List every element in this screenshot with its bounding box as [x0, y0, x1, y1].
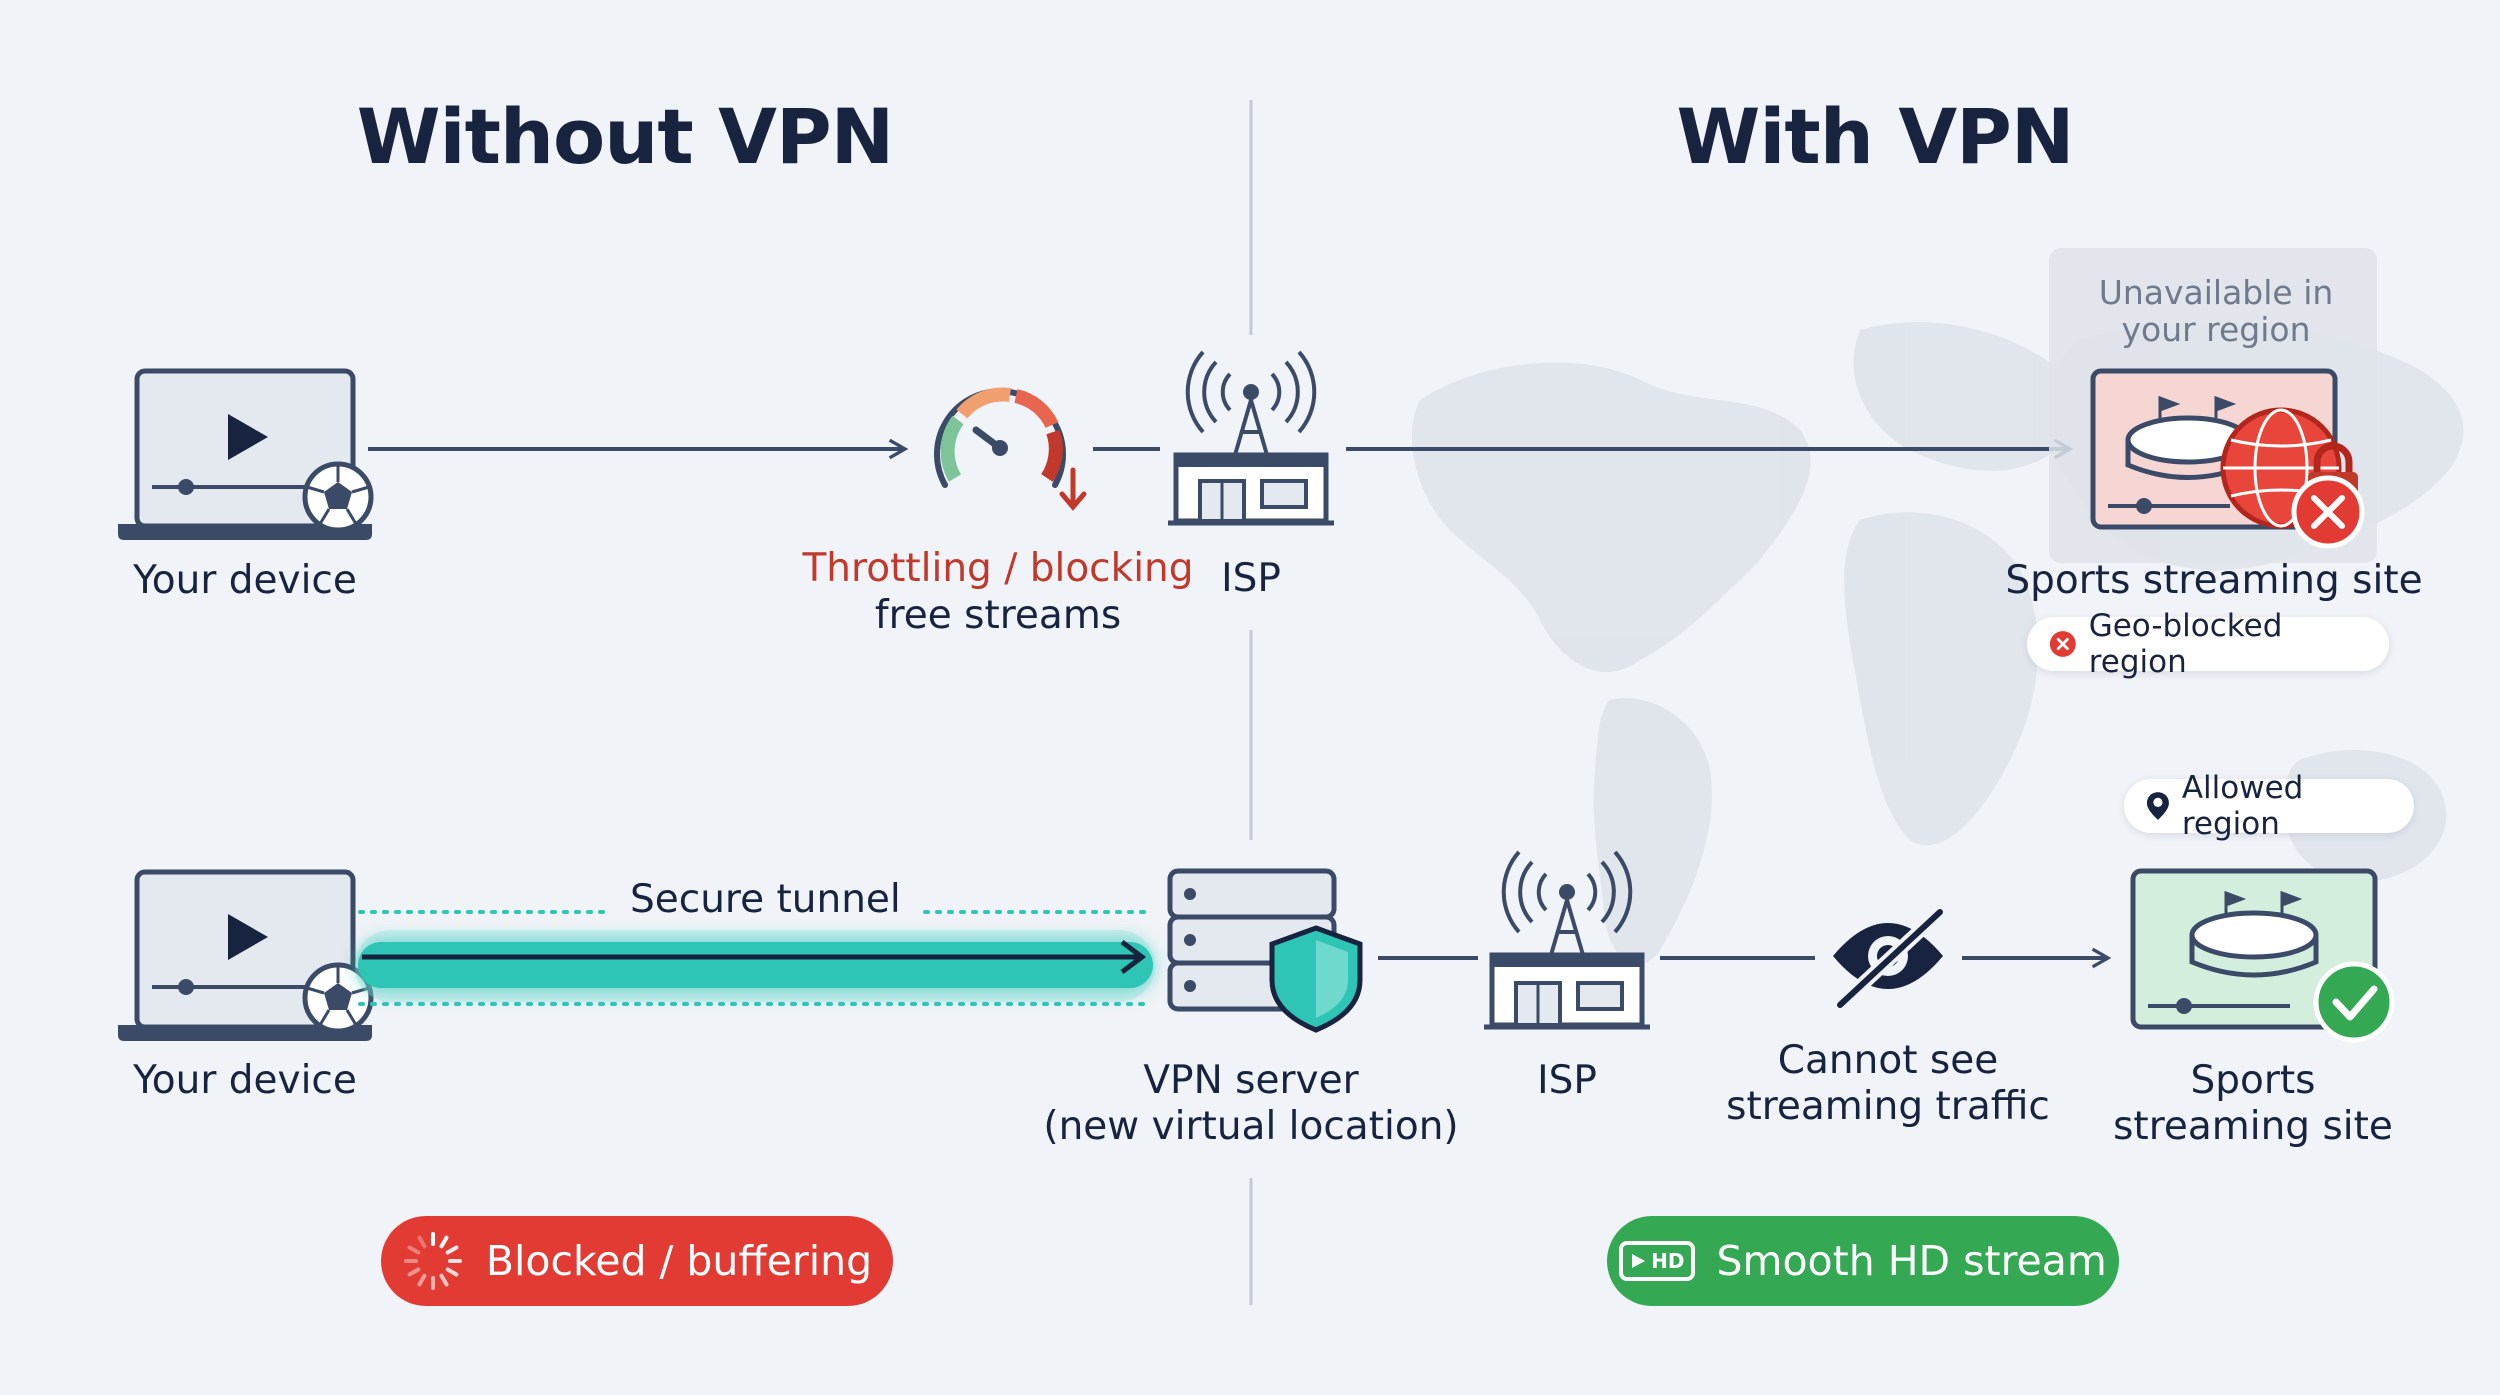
stadium-icon	[2130, 868, 2378, 1030]
top-device-label: Your device	[133, 558, 357, 603]
laptop-play-icon	[118, 869, 372, 1041]
top-isp-label: ISP	[1221, 556, 1281, 601]
vpn-server-label: VPN server	[1143, 1058, 1359, 1103]
bottom-isp-label: ISP	[1537, 1058, 1597, 1103]
smooth-hd-badge: HD Smooth HD stream	[1607, 1216, 2119, 1306]
eye-slash-icon	[1833, 906, 1945, 1011]
smooth-hd-text: Smooth HD stream	[1716, 1237, 2107, 1285]
tunnel-label: Secure tunnel	[630, 877, 901, 922]
cell-tower-icon	[1484, 850, 1650, 1030]
blocked-buffering-badge: Blocked / buffering	[381, 1216, 893, 1306]
geo-blocked-badge: Geo-blocked region	[2027, 608, 2389, 680]
vpn-server-label-line2: (new virtual location)	[1043, 1104, 1459, 1149]
error-x-icon	[2049, 631, 2076, 657]
secure-tunnel	[355, 910, 1155, 1006]
throttle-label-line2: free streams	[874, 593, 1122, 638]
hd-icon-text: HD	[1651, 1249, 1685, 1273]
allowed-region-text: Allowed region	[2181, 770, 2304, 842]
allowed-region-badge: Allowed region	[2124, 770, 2414, 842]
throttle-label: Throttling / blocking	[802, 546, 1194, 591]
soccer-ball-icon	[302, 962, 374, 1034]
geo-blocked-text: Geo-blocked region	[2088, 608, 2283, 680]
laptop-play-icon	[118, 368, 372, 540]
shield-icon	[1269, 925, 1363, 1033]
bottom-site-label: Sports	[2190, 1058, 2316, 1103]
check-icon	[2313, 961, 2395, 1043]
play-icon	[1632, 1254, 1646, 1268]
cannot-see-label-line2: streaming traffic	[1726, 1084, 2050, 1129]
unavailable-text: Unavailable in	[2098, 273, 2334, 312]
hd-video-icon: HD	[1619, 1241, 1695, 1281]
blocked-buffering-text: Blocked / buffering	[485, 1237, 873, 1285]
title-without-vpn: Without VPN	[356, 92, 895, 181]
bottom-device-label: Your device	[133, 1058, 357, 1103]
speedometer-icon	[934, 387, 1087, 511]
bottom-site-label-line2: streaming site	[2113, 1104, 2393, 1149]
title-with-vpn: With VPN	[1676, 92, 2075, 181]
cannot-see-label: Cannot see	[1777, 1038, 1999, 1083]
location-pin-icon	[2146, 792, 2169, 820]
top-site-label: Sports streaming site	[2005, 558, 2423, 603]
spinner-icon	[403, 1232, 462, 1290]
soccer-ball-icon	[302, 461, 374, 533]
error-x-icon	[2291, 475, 2365, 549]
unavailable-text-line2: your region	[2121, 310, 2311, 349]
cell-tower-icon	[1168, 350, 1334, 526]
